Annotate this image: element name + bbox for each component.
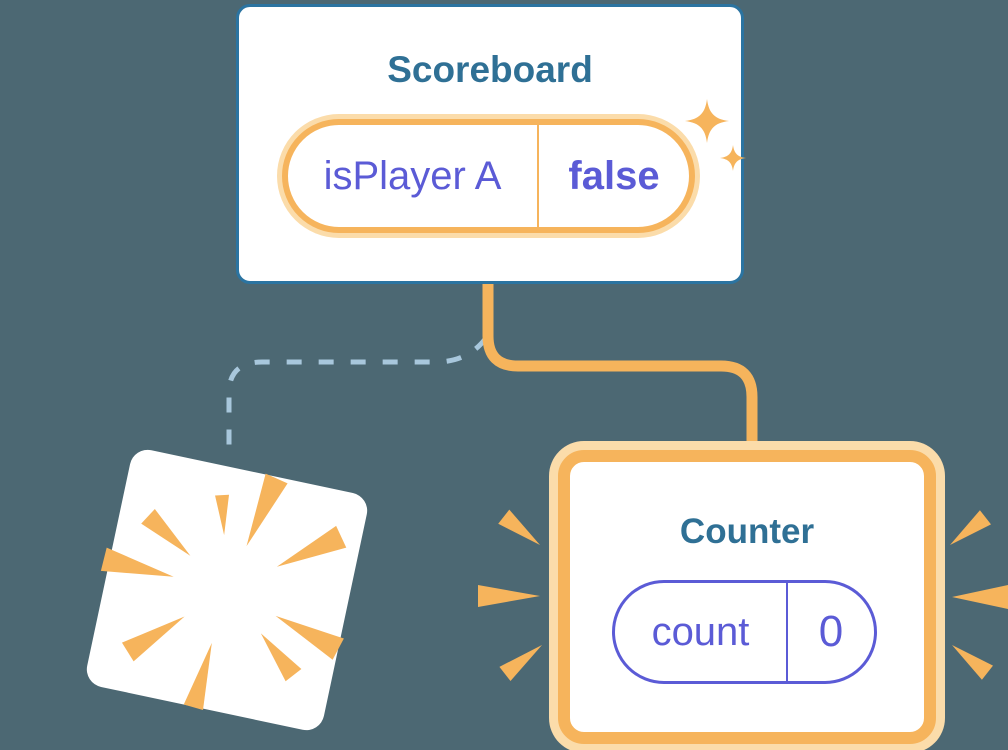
pill-divider	[786, 583, 788, 681]
poof-burst-icon	[100, 473, 347, 711]
dashed-connector-destroyed-branch	[226, 336, 488, 460]
scoreboard-state-key: isPlayer A	[323, 153, 502, 198]
counter-title: Counter	[679, 512, 815, 551]
solid-connector-created-branch	[482, 284, 758, 462]
scoreboard-state-value: false	[568, 153, 660, 198]
scoreboard-state-pill: isPlayer A false	[282, 119, 695, 233]
sparkles-icon	[685, 99, 746, 171]
counter-state-key: count	[651, 609, 750, 654]
pill-divider	[537, 125, 539, 227]
counter-state-pill: count 0	[612, 580, 877, 684]
emphasis-burst-left-icon	[478, 509, 542, 682]
scoreboard-title: Scoreboard	[387, 49, 593, 90]
scoreboard-card: Scoreboard isPlayer A false	[236, 4, 744, 284]
emphasis-burst-right-icon	[950, 510, 1008, 680]
counter-card: Counter count 0	[558, 450, 936, 744]
counter-state-value: 0	[818, 607, 844, 656]
